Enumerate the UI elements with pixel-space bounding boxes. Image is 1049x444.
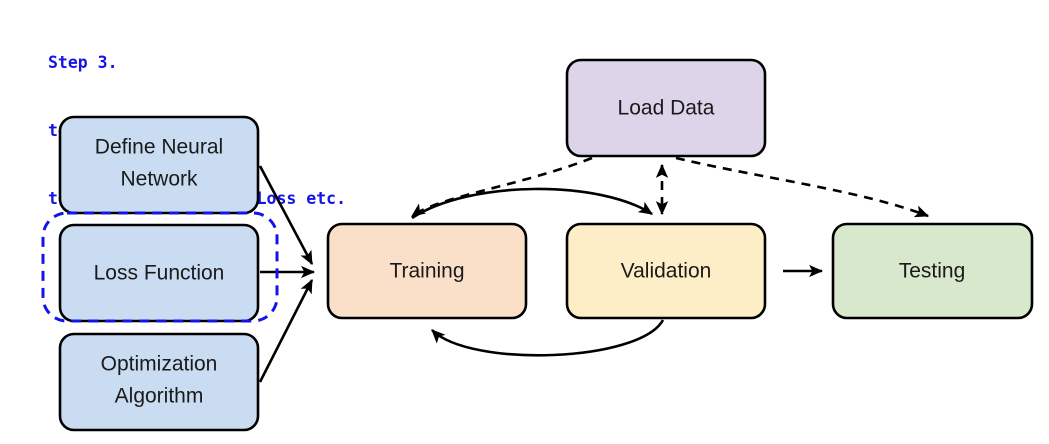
node-optimization-algorithm-box[interactable] (58, 332, 260, 432)
node-loss-function[interactable]: Loss Function (58, 223, 260, 323)
node-load-data-label: Load Data (618, 97, 715, 120)
edge-load-data-to-testing (675, 156, 930, 218)
edge-validation-to-training (431, 319, 665, 357)
node-training[interactable]: Training (326, 222, 528, 320)
node-loss-function-label: Loss Function (94, 262, 225, 285)
node-testing-box[interactable] (831, 222, 1034, 320)
node-training-label: Training (389, 260, 464, 283)
edge-optimization-to-training (258, 278, 314, 383)
node-testing-label: Testing (899, 260, 966, 283)
node-validation-box[interactable] (565, 222, 767, 320)
node-optimization-algorithm-label-2: Algorithm (115, 385, 204, 408)
node-define-neural-network-label: Define Neural (95, 136, 223, 159)
node-optimization-algorithm-label: Optimization (101, 353, 218, 376)
annotation-line-1: Step 3. (48, 52, 118, 72)
node-optimization-algorithm[interactable]: Optimization Algorithm (58, 332, 260, 432)
node-testing[interactable]: Testing (831, 222, 1034, 320)
node-define-neural-network-box[interactable] (58, 115, 260, 215)
edge-define-network-to-training (258, 165, 314, 265)
node-validation-label: Validation (621, 260, 712, 283)
node-load-data[interactable]: Load Data (565, 58, 767, 158)
loss-function-highlight (41, 211, 279, 323)
node-validation[interactable]: Validation (565, 222, 767, 320)
node-define-neural-network[interactable]: Define Neural Network (58, 115, 260, 215)
edge-training-to-validation (411, 187, 653, 220)
node-load-data-box[interactable] (565, 58, 767, 158)
edge-load-data-to-training (411, 156, 593, 218)
node-training-box[interactable] (326, 222, 528, 320)
node-define-neural-network-label-2: Network (120, 168, 198, 191)
